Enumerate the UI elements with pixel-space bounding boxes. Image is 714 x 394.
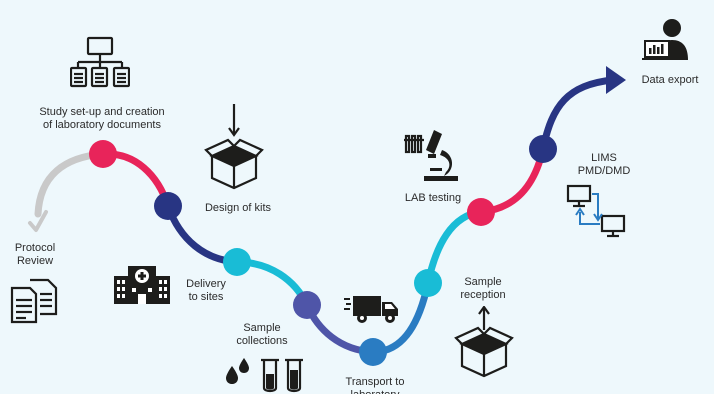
label-sample-reception: Sample reception <box>460 276 506 301</box>
label-study-setup: Study set-up and creation of laboratory … <box>39 106 165 131</box>
microscope-icon <box>404 130 458 181</box>
label-transport-to-laboratory: Transport to laboratory <box>345 376 405 394</box>
flow-segment-navy-2 <box>539 76 616 153</box>
node-lims <box>529 135 557 163</box>
node-sample-collections <box>293 291 321 319</box>
label-lab-testing: LAB testing <box>404 192 462 204</box>
documents-icon <box>10 278 58 324</box>
hospital-icon <box>114 266 170 304</box>
org-chart-computer-icon <box>70 36 130 88</box>
node-sample-reception <box>414 269 442 297</box>
delivery-truck-icon <box>344 296 398 323</box>
box-up-arrow-icon <box>454 306 514 378</box>
node-lab-testing <box>467 198 495 226</box>
node-design-of-kits <box>154 192 182 220</box>
node-transport <box>359 338 387 366</box>
computer-exchange-icon <box>566 184 626 238</box>
arrow-head-icon <box>606 66 626 94</box>
node-delivery <box>223 248 251 276</box>
label-sample-collections: Sample collections <box>236 322 288 347</box>
label-lims: LIMS PMD/DMD <box>577 152 631 177</box>
check-mark-icon <box>28 210 48 232</box>
label-delivery-to-sites: Delivery to sites <box>186 278 226 303</box>
label-design-of-kits: Design of kits <box>204 202 272 214</box>
user-computer-icon <box>642 19 688 60</box>
drops-tubes-icon <box>226 358 303 393</box>
node-study-setup <box>89 140 117 168</box>
label-protocol-review: Protocol Review <box>14 242 56 267</box>
label-data-export: Data export <box>641 74 699 86</box>
box-down-arrow-icon <box>204 104 264 190</box>
